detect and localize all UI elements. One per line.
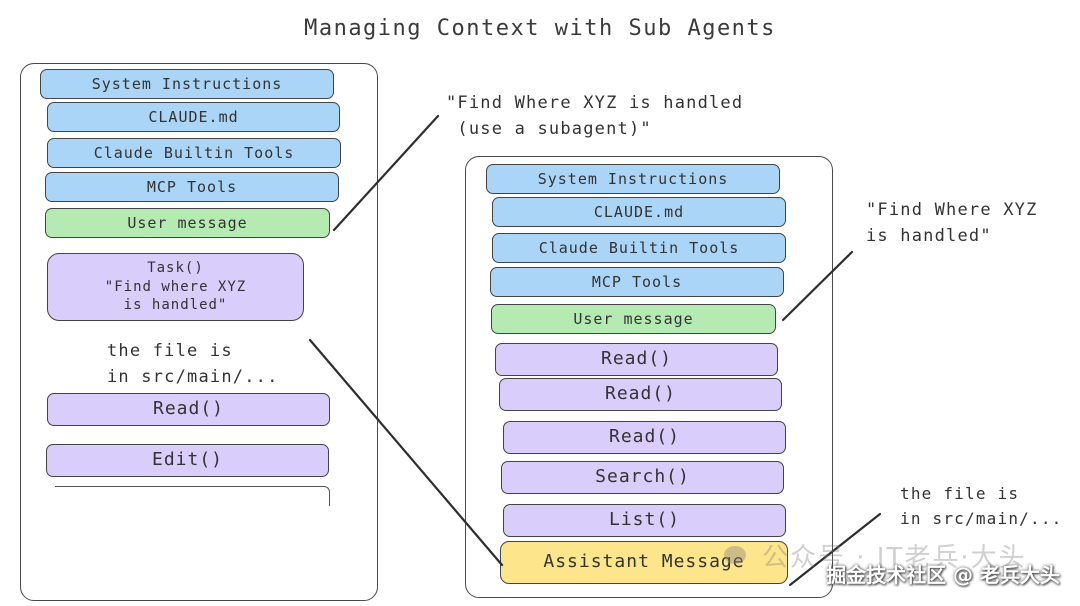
task-call-box: Task() "Find where XYZ is handled" [47, 253, 304, 321]
subagent-prompt-note: "Find Where XYZ is handled" [866, 200, 1038, 247]
sub-read-box-3: Read() [503, 421, 786, 454]
subagent-result-note: the file is in src/main/... [900, 484, 1063, 528]
sub-read-box-1: Read() [495, 343, 778, 376]
main-edit-box: Edit() [46, 444, 329, 477]
main-agent-context-panel [20, 63, 378, 601]
watermark-gongzhonghao: 公众号 · IT老兵·大头 [762, 543, 1027, 573]
watermark-juejin: 掘金技术社区 @ 老兵大头 [826, 563, 1060, 587]
sub-list-box: List() [503, 504, 786, 537]
main-builtin-tools-box: Claude Builtin Tools [47, 138, 341, 168]
wechat-icon [724, 546, 746, 564]
sub-builtin-tools-box: Claude Builtin Tools [492, 233, 786, 263]
sub-user-message-box: User message [491, 304, 776, 334]
main-mcp-tools-box: MCP Tools [45, 172, 339, 202]
main-partial-box [55, 486, 330, 506]
main-result-note: the file is in src/main/... [107, 341, 279, 388]
sub-search-box: Search() [501, 461, 784, 494]
sub-claude-md-box: CLAUDE.md [492, 197, 786, 227]
sub-mcp-tools-box: MCP Tools [490, 267, 784, 297]
sub-read-box-2: Read() [499, 378, 782, 411]
main-user-message-box: User message [45, 208, 330, 238]
main-system-instructions-box: System Instructions [40, 69, 334, 99]
diagram-title: Managing Context with Sub Agents [304, 16, 776, 41]
main-claude-md-box: CLAUDE.md [47, 102, 340, 132]
user-prompt-note: "Find Where XYZ is handled (use a subage… [446, 93, 744, 140]
sub-assistant-message-box: Assistant Message [500, 541, 788, 584]
main-read-box: Read() [47, 393, 330, 426]
sub-system-instructions-box: System Instructions [486, 164, 780, 194]
